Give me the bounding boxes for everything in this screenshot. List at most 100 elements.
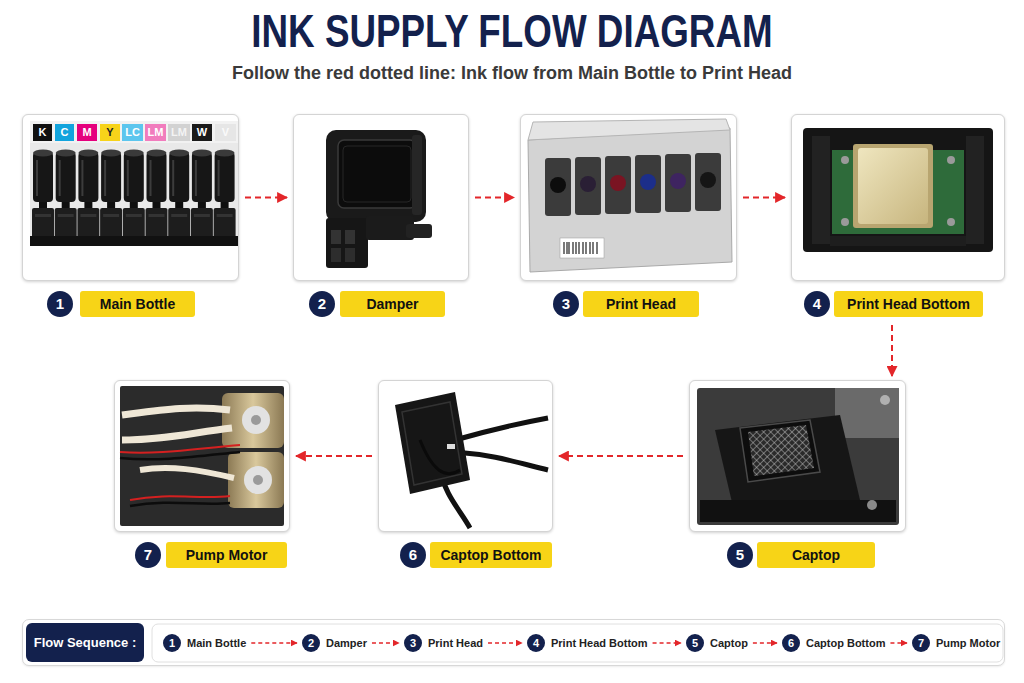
print-head-bottom-illustration: [858, 148, 928, 224]
print-head-illustration: [700, 172, 716, 188]
step-panel: 4Print Head Bottom: [791, 114, 1005, 321]
step-panel: 1Main Bottle: [22, 114, 239, 321]
print-head-illustration: [560, 238, 604, 258]
sequence-step: 5 Captop: [686, 633, 748, 653]
flow-arrow: [296, 455, 372, 457]
pump-motor-illustration: [120, 386, 284, 526]
main-bottle-illustration: [123, 150, 145, 239]
flow-arrow: [488, 642, 522, 644]
flow-arrow: [251, 642, 297, 644]
flow-arrow: [891, 325, 893, 376]
print-head-bottom-illustration: [803, 128, 993, 252]
image-card: [293, 114, 469, 281]
print-head-illustration: [695, 153, 721, 211]
print-head-bottom-illustration: [853, 144, 933, 228]
flow-arrow: [475, 197, 514, 199]
main-bottle-illustration: [146, 150, 168, 239]
main-bottle-illustration: [77, 124, 97, 141]
main-bottle-illustration: [100, 124, 120, 141]
print-head-illustration: [528, 119, 732, 272]
sequence-number: 4: [527, 634, 545, 652]
print-head-illustration: [670, 173, 686, 189]
step-label: Print Head: [583, 291, 699, 317]
pump-motor-illustration: [122, 408, 230, 415]
main-bottle-illustration: [145, 124, 166, 141]
step-number: 5: [727, 542, 753, 568]
flow-arrow: [559, 455, 683, 457]
print-head-bottom-illustration: [803, 128, 993, 252]
main-bottle-illustration: [100, 150, 122, 239]
image-card: [22, 114, 239, 281]
main-bottle-illustration: [122, 124, 143, 141]
damper-illustration: [366, 216, 414, 240]
step-label: Captop Bottom: [430, 542, 552, 568]
captop-illustration: [697, 388, 899, 525]
print-head-illustration: [635, 155, 661, 213]
sequence-inner-bar: [152, 624, 1003, 662]
print-head-illustration: [580, 176, 596, 192]
step-label: Captop: [757, 542, 875, 568]
step-panel: 2Damper: [293, 114, 469, 321]
step-label: Pump Motor: [166, 542, 287, 568]
damper-illustration: [331, 230, 341, 244]
print-head-bottom-illustration: [832, 150, 964, 234]
step-label: Print Head Bottom: [834, 291, 983, 317]
step-label: Damper: [340, 291, 445, 317]
pump-motor-illustration: [222, 393, 284, 448]
print-head-bottom-illustration: [966, 136, 984, 244]
image-card: [114, 380, 290, 532]
main-bottle-illustration: [30, 236, 238, 246]
damper-illustration: [326, 130, 426, 222]
image-card: [791, 114, 1005, 281]
print-head-bottom-illustration: [830, 236, 966, 246]
step-label: Main Bottle: [80, 291, 195, 317]
sequence-heading: Flow Sequence :: [26, 623, 144, 662]
main-bottle-illustration: [30, 143, 238, 245]
step-number: 2: [309, 291, 335, 317]
sequence-step-text: Main Bottle: [187, 634, 246, 652]
main-bottle-illustration: [30, 121, 238, 143]
main-bottle-illustration: [55, 150, 77, 239]
damper-illustration: [331, 248, 341, 262]
pump-motor-illustration: [140, 468, 234, 478]
sequence-number: 5: [686, 634, 704, 652]
step-number: 7: [135, 542, 161, 568]
sequence-step-text: Captop: [710, 634, 748, 652]
captop-bottom-illustration: [447, 444, 455, 449]
main-bottle-illustration: [32, 150, 54, 239]
print-head-bottom-illustration: [947, 156, 955, 164]
sequence-number: 3: [404, 634, 422, 652]
step-panel: 7Pump Motor: [114, 380, 290, 572]
main-bottle-illustration: [168, 124, 190, 141]
captop-illustration: [880, 395, 890, 405]
print-head-illustration: [665, 154, 691, 212]
main-bottle-illustration: [214, 150, 236, 239]
captop-bottom-illustration: [420, 440, 460, 474]
flow-sequence-bar: Flow Sequence :1Main Bottle2Damper3Print…: [22, 619, 1005, 666]
diagram-subtitle: Follow the red dotted line: Ink flow fro…: [0, 62, 1024, 84]
step-panel: 3Print Head: [520, 114, 737, 321]
sequence-step-text: Print Head: [428, 634, 483, 652]
sequence-step-text: Damper: [326, 634, 367, 652]
main-bottle-illustration: [33, 124, 52, 141]
sequence-step: 3 Print Head: [404, 633, 483, 653]
image-card: [689, 380, 906, 532]
pump-motor-illustration: [228, 452, 284, 508]
main-bottle-illustration: [215, 124, 236, 141]
captop-illustration: [700, 500, 896, 522]
captop-illustration: [867, 500, 877, 510]
flow-arrow: [245, 197, 287, 199]
print-head-bottom-illustration: [841, 218, 849, 226]
damper-illustration: [343, 146, 411, 202]
print-head-illustration: [545, 158, 571, 216]
sequence-step: 2Damper: [302, 633, 367, 653]
pump-motor-illustration: [242, 406, 270, 434]
diagram-title: INK SUPPLY FLOW DIAGRAM: [102, 6, 921, 56]
image-card: [520, 114, 737, 281]
print-head-illustration: [564, 242, 597, 254]
captop-bottom-illustration: [455, 452, 548, 470]
damper-illustration: [326, 218, 368, 268]
sequence-inner-bar: [152, 624, 1003, 662]
pump-motor-illustration: [253, 475, 263, 485]
